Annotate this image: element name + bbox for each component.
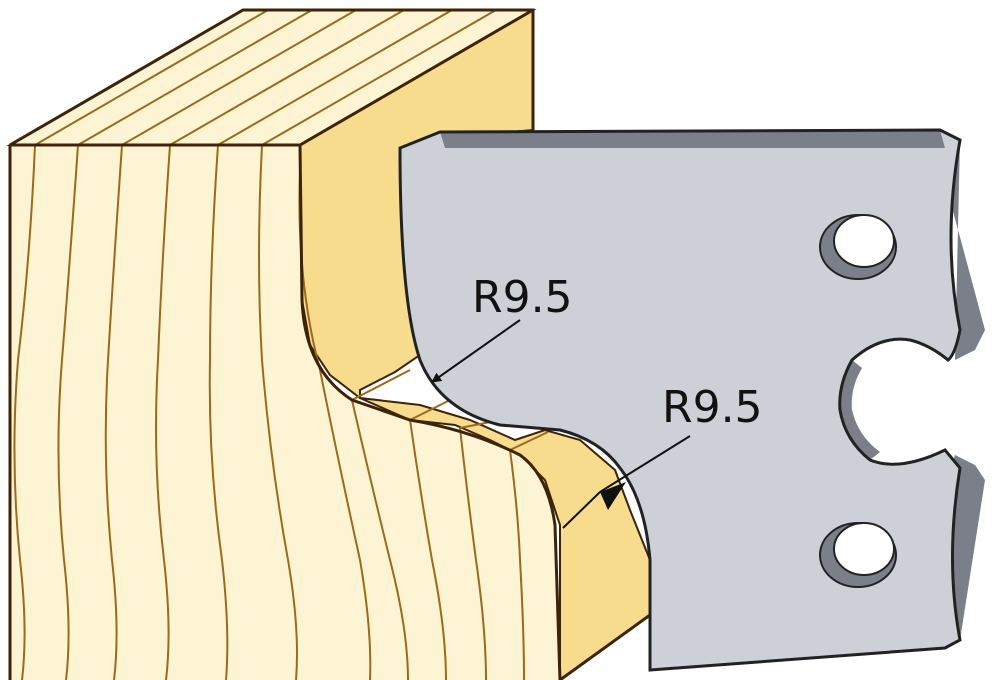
cutter-blade <box>398 128 985 672</box>
arrowhead-bottom <box>600 482 626 510</box>
blade-hole-bottom <box>819 522 897 588</box>
blade-outline <box>398 128 962 672</box>
leader-line-top <box>431 319 521 383</box>
blade-face <box>400 130 960 670</box>
blade-hole-top <box>819 214 897 280</box>
wood-outline <box>8 8 651 680</box>
radius-label-top: R9.5 <box>472 272 573 323</box>
leader-line-bottom <box>599 435 691 493</box>
dimension-top: R9.5 <box>431 272 573 383</box>
wood-front-face <box>10 145 560 680</box>
leader-line-bottom-tail <box>562 491 601 529</box>
blade-bevel-top <box>440 130 945 148</box>
wood-block <box>6 8 651 680</box>
dimension-bottom: R9.5 <box>562 382 763 529</box>
wood-top-grain-lines <box>34 9 497 146</box>
radius-label-bottom: R9.5 <box>662 382 763 433</box>
